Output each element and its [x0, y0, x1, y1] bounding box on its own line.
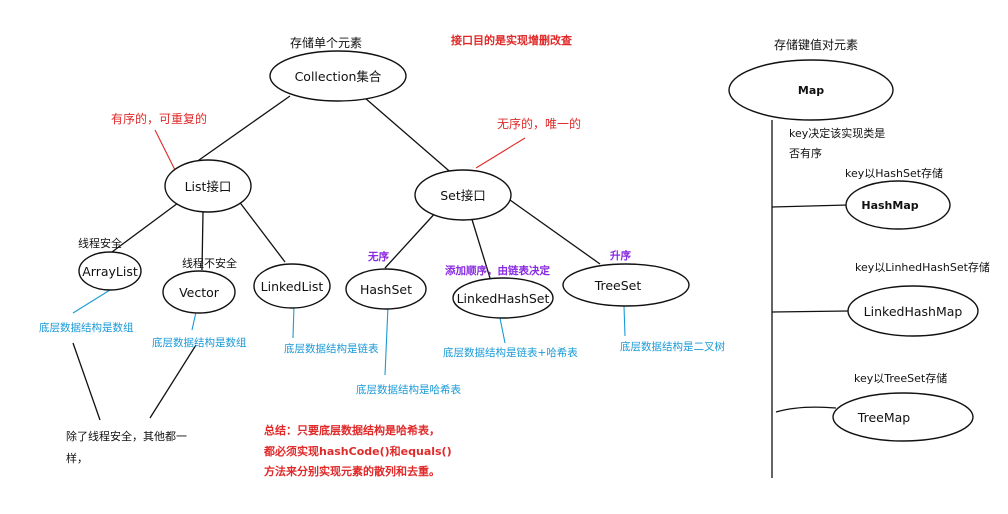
node-hashset[interactable]: HashSet [345, 268, 427, 310]
title-single: 存储单个元素 [290, 35, 362, 50]
map-edges [771, 120, 849, 478]
list-note: 有序的，可重复的 [111, 111, 207, 126]
edge-set-treeset [509, 199, 601, 265]
summary-line2: 都必须实现hashCode()和equals() [263, 444, 452, 458]
key-decides-line2: 否有序 [789, 146, 822, 160]
node-hashset-label: HashSet [360, 282, 412, 297]
ascending-note: 升序 [610, 249, 631, 262]
unordered-note: 无序 [367, 250, 389, 263]
node-vector[interactable]: Vector [162, 270, 236, 314]
hashset-struct-pointer [384, 305, 389, 376]
node-treeset[interactable]: TreeSet [562, 263, 690, 307]
edge-collection-set [364, 97, 456, 177]
note-pointers [154, 129, 526, 171]
node-linkedhashset[interactable]: LinkedHashSet [452, 277, 554, 319]
node-linkedhashmap[interactable]: LinkedHashMap [847, 285, 979, 337]
arraylist-struct-pointer [72, 289, 111, 314]
node-list[interactable]: List接口 [164, 159, 252, 213]
thread-unsafe-note: 线程不安全 [182, 256, 237, 270]
node-set-label: Set接口 [440, 188, 486, 203]
same-note-line1: 除了线程安全，其他都一 [66, 429, 187, 443]
key-decides-line1: key决定该实现类是 [789, 126, 885, 140]
vector-struct-pointer [191, 311, 197, 331]
set-note-pointer [475, 137, 526, 169]
node-hashmap-label: HashMap [861, 199, 918, 212]
summary-line3: 方法来分别实现元素的散列和去重。 [264, 464, 440, 478]
key-hashset-note: key以HashSet存储 [845, 166, 943, 180]
node-linkedlist-label: LinkedList [261, 279, 324, 294]
key-linkedhashset-note: key以LinhedHashSet存储 [855, 260, 990, 274]
edge-vector-note [149, 344, 197, 419]
node-treemap-label: TreeMap [857, 410, 910, 425]
vector-struct-note: 底层数据结构是数组 [152, 336, 247, 349]
title-map: 存储键值对元素 [774, 37, 858, 52]
node-map[interactable]: Map [728, 59, 894, 121]
treeset-struct-pointer [623, 305, 626, 337]
map-linkedhashmap-branch [771, 310, 849, 313]
node-arraylist[interactable]: ArrayList [78, 251, 142, 291]
node-hashmap[interactable]: HashMap [845, 180, 951, 230]
insert-order-note: 添加顺序，由链表决定 [445, 264, 550, 277]
tree-edges [72, 95, 601, 421]
node-vector-label: Vector [179, 285, 220, 300]
struct-pointers [72, 289, 626, 376]
set-note: 无序的，唯一的 [497, 116, 581, 131]
node-treeset-label: TreeSet [594, 278, 642, 293]
linkedhashset-struct-note: 底层数据结构是链表+哈希表 [443, 346, 578, 359]
linkedlist-struct-pointer [292, 304, 295, 339]
edge-list-vector [201, 211, 204, 271]
summary-line1: 总结：只要底层数据结构是哈希表， [264, 423, 440, 437]
title-interface-purpose: 接口目的是实现增删改查 [451, 33, 572, 47]
thread-safe-note: 线程安全 [78, 236, 122, 250]
edge-list-linkedlist [237, 199, 286, 263]
edge-set-hashset [384, 209, 439, 269]
list-note-pointer [154, 129, 176, 171]
node-linkedhashset-label: LinkedHashSet [457, 291, 550, 306]
node-arraylist-label: ArrayList [82, 264, 138, 279]
edge-set-linkedhashset [469, 212, 491, 279]
key-treeset-note: key以TreeSet存储 [854, 371, 947, 385]
treeset-struct-note: 底层数据结构是二叉树 [620, 340, 725, 353]
node-linkedlist[interactable]: LinkedList [253, 263, 331, 309]
linkedlist-struct-note: 底层数据结构是链表 [284, 342, 379, 355]
node-list-label: List接口 [185, 179, 232, 194]
map-treemap-branch [775, 406, 837, 413]
edge-collection-list [181, 95, 291, 173]
node-collection-label: Collection集合 [295, 69, 382, 84]
same-note-line2: 样， [66, 451, 88, 465]
arraylist-struct-note: 底层数据结构是数组 [39, 321, 134, 334]
edge-arraylist-note [72, 342, 101, 421]
node-set[interactable]: Set接口 [414, 169, 512, 221]
node-linkedhashmap-label: LinkedHashMap [864, 304, 963, 319]
map-hashmap-branch [771, 204, 849, 208]
hashset-struct-note: 底层数据结构是哈希表 [356, 383, 461, 396]
edge-list-arraylist [111, 202, 179, 253]
node-treemap[interactable]: TreeMap [832, 392, 974, 442]
linkedhashset-struct-pointer [499, 317, 506, 344]
node-collection[interactable]: Collection集合 [269, 50, 407, 102]
node-map-label: Map [798, 84, 824, 97]
